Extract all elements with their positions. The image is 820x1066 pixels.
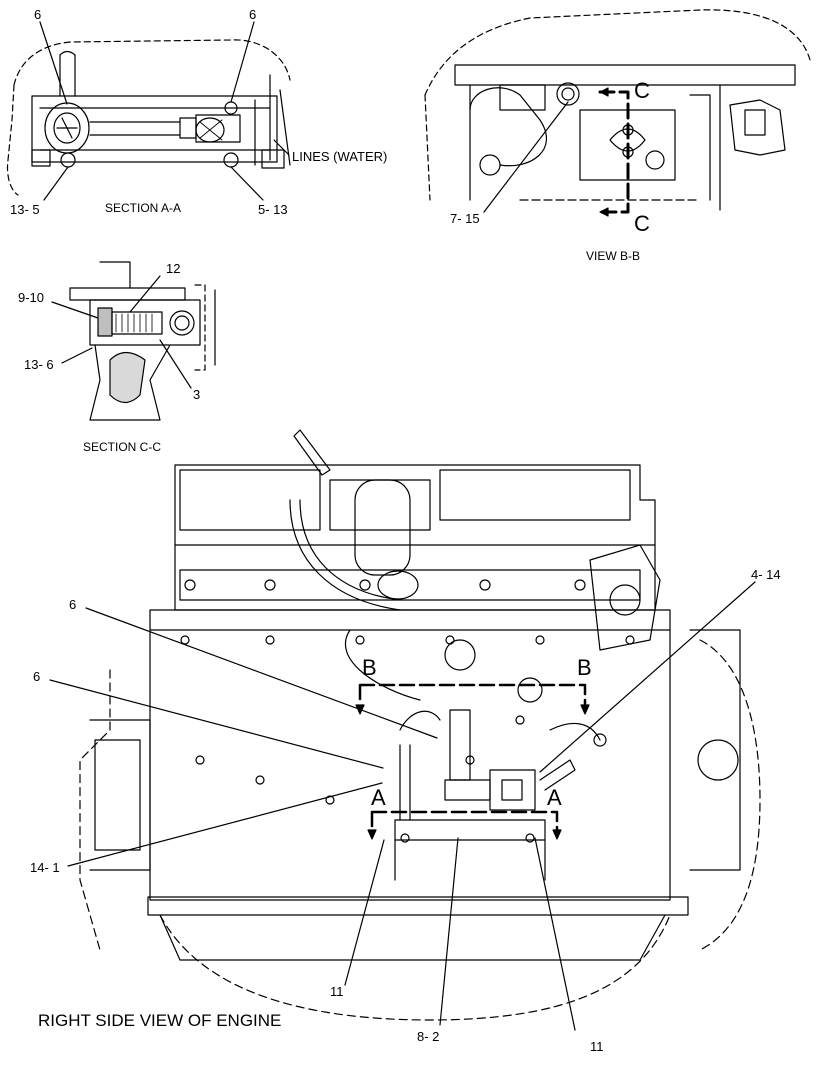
- marker-c-top: C: [634, 78, 650, 103]
- callout-11-right: 11: [590, 1039, 604, 1054]
- callout-7-15: 7- 15: [450, 211, 480, 226]
- callout-8-2: 8- 2: [417, 1029, 440, 1044]
- callout-13-5: 13- 5: [10, 202, 40, 217]
- callout-11-left: 11: [330, 984, 344, 999]
- section-cc-drawing: [52, 262, 215, 420]
- lines-water-label: LINES (WATER): [292, 149, 388, 164]
- marker-a-left: A: [371, 785, 386, 810]
- callout-14-1: 14- 1: [30, 860, 60, 875]
- view-bb-caption: VIEW B-B: [586, 249, 641, 263]
- callout-4-14: 4- 14: [751, 567, 781, 582]
- callout-6-upper: 6: [69, 597, 77, 612]
- engine-side-view-drawing: [50, 430, 760, 1030]
- section-cc-caption: SECTION C-C: [83, 440, 161, 454]
- callout-9-10: 9-10: [18, 290, 45, 305]
- section-aa-drawing: [7, 22, 290, 200]
- callout-13-6: 13- 6: [24, 357, 54, 372]
- view-bb-drawing: [425, 10, 810, 216]
- section-aa-caption: SECTION A-A: [105, 201, 182, 215]
- callout-3: 3: [193, 387, 201, 402]
- marker-c-bottom: C: [634, 211, 650, 236]
- callout-12: 12: [166, 261, 181, 276]
- marker-b-left: B: [362, 655, 377, 680]
- marker-a-right: A: [547, 785, 562, 810]
- marker-b-right: B: [577, 655, 592, 680]
- callout-6-lower: 6: [33, 669, 41, 684]
- callout-6-right: 6: [249, 7, 257, 22]
- callout-6-left: 6: [34, 7, 42, 22]
- main-view-caption: RIGHT SIDE VIEW OF ENGINE: [38, 1011, 282, 1030]
- callout-5-13: 5- 13: [258, 202, 288, 217]
